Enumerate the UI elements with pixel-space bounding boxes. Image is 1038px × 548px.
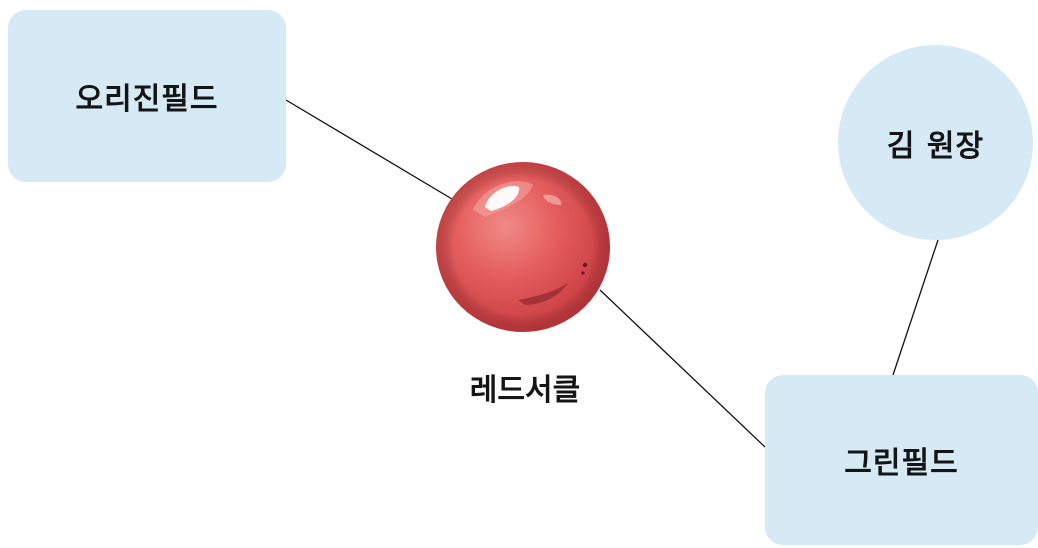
connector-original-to-redcircle — [285, 99, 453, 200]
red-ball-image — [433, 155, 613, 335]
node-kim: 김 원장 — [838, 45, 1033, 240]
node-original-field-label: 오리진필드 — [75, 82, 219, 117]
connector-redcircle-to-greenfield — [599, 289, 766, 448]
node-greenfield-label: 그린필드 — [844, 446, 959, 481]
node-kim-label: 김 원장 — [886, 128, 985, 164]
node-greenfield: 그린필드 — [765, 375, 1038, 545]
red-circle-label: 레드서클 — [469, 373, 581, 408]
connector-kim-to-greenfield — [892, 239, 939, 376]
node-original-field: 오리진필드 — [8, 10, 286, 182]
